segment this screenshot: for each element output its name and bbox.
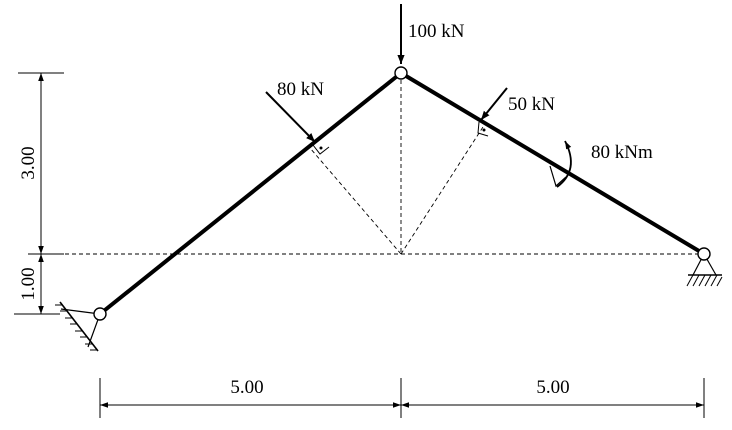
right-support-hatch [686, 274, 723, 287]
moment-symbol [549, 140, 572, 188]
right-angle-markers [312, 121, 489, 155]
label-100kn: 100 kN [408, 21, 465, 42]
label-80kn: 80 kN [277, 79, 324, 100]
apex-hinge [394, 66, 408, 80]
construction-lines [44, 73, 702, 255]
load-arrows [265, 4, 508, 143]
dim-label-3: 3.00 [18, 146, 39, 179]
right-support [686, 253, 723, 287]
right-normal-dashed [400, 126, 484, 255]
frame-members [98, 71, 706, 316]
right-hinge [697, 247, 711, 261]
arrow-80kn [265, 91, 316, 143]
right-right-angle [477, 121, 489, 137]
label-50kn: 50 kN [508, 94, 555, 115]
dim-label-right-5: 5.00 [536, 377, 569, 398]
moment-triangle [549, 165, 567, 188]
dim-label-1: 1.00 [18, 267, 39, 300]
vertical-dimensions [14, 72, 64, 315]
left-support [55, 301, 101, 352]
horizontal-dimensions [99, 378, 705, 418]
left-member [98, 71, 403, 316]
moment-arc [556, 140, 572, 188]
hinges [93, 66, 711, 321]
label-80knm: 80 kNm [591, 142, 653, 163]
dim-label-left-5: 5.00 [230, 377, 263, 398]
arrow-50kn [480, 87, 508, 121]
left-support-hatch [55, 304, 97, 351]
right-member [399, 71, 706, 256]
left-normal-dashed [309, 147, 402, 255]
left-hinge [93, 307, 107, 321]
left-right-angle [312, 144, 330, 155]
